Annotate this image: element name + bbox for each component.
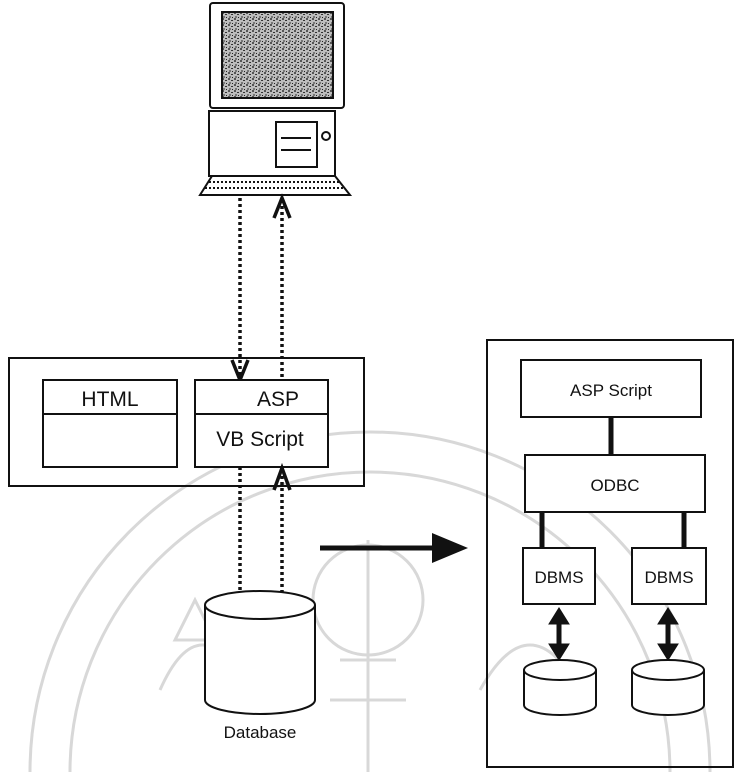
odbc-label: ODBC bbox=[590, 476, 639, 495]
response-arrow-asp-to-computer bbox=[274, 198, 290, 380]
database-right-icon bbox=[632, 660, 704, 715]
request-arrow-computer-to-asp bbox=[232, 198, 248, 380]
vbscript-label: VB Script bbox=[216, 428, 304, 451]
database-icon bbox=[205, 591, 315, 714]
computer-icon bbox=[200, 3, 350, 195]
dbms-right-double-arrow bbox=[658, 608, 678, 660]
html-label: HTML bbox=[81, 388, 138, 411]
dbms-left-label: DBMS bbox=[534, 568, 583, 587]
expand-arrow-icon bbox=[320, 533, 468, 563]
database-label: Database bbox=[224, 723, 297, 742]
dbms-right-label: DBMS bbox=[644, 568, 693, 587]
asp-script-label: ASP Script bbox=[570, 381, 652, 400]
database-left-icon bbox=[524, 660, 596, 715]
asp-label: ASP bbox=[257, 388, 299, 411]
